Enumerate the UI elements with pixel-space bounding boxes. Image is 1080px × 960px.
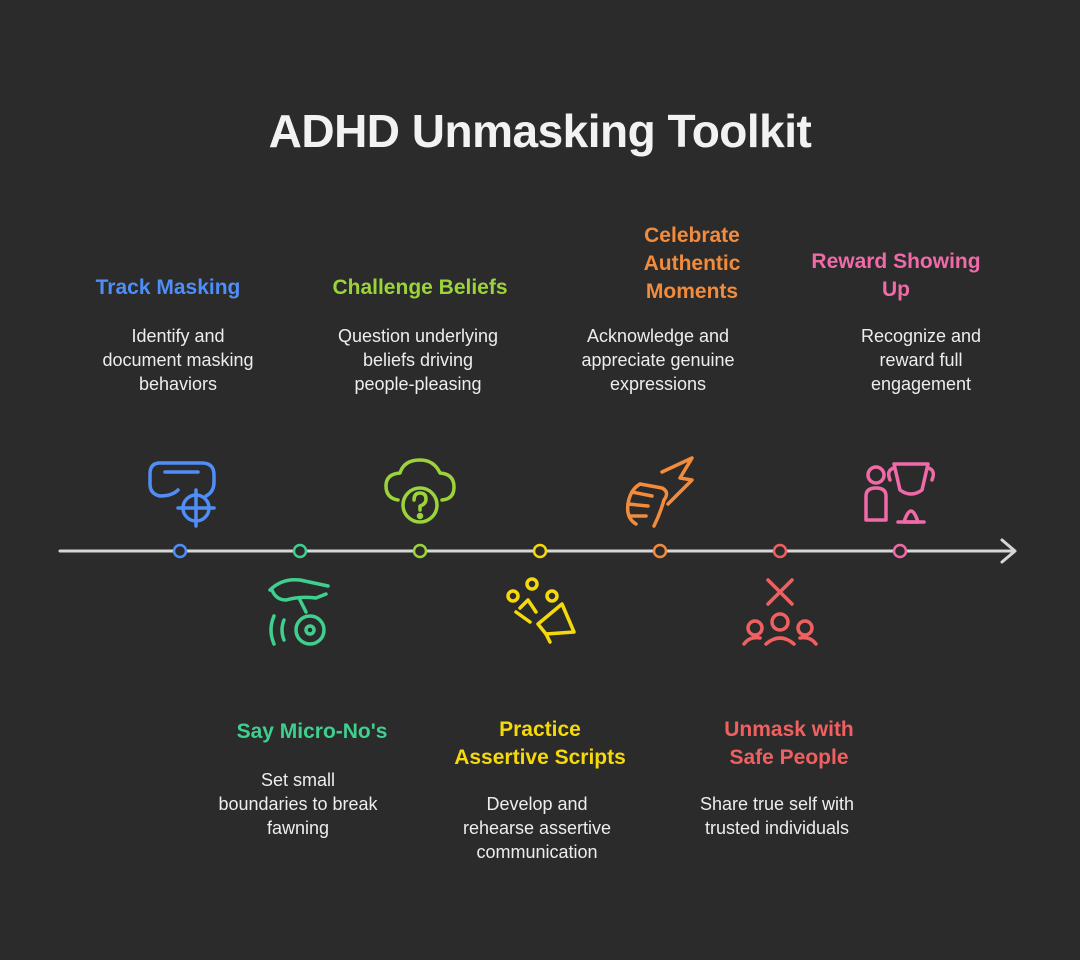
- person-trophy-icon: [864, 462, 936, 524]
- step-desc-track: Identify and document masking behaviors: [102, 326, 254, 394]
- step-title-micro: Say Micro-No's: [236, 720, 388, 743]
- step-desc-challenge: Question underlying beliefs driving peop…: [337, 326, 499, 394]
- step-desc-reward: Recognize and reward full engagement: [860, 326, 982, 394]
- group-x-icon: [742, 578, 818, 646]
- step-title-reward: Reward Showing Up: [811, 250, 981, 301]
- hand-record-icon: [268, 577, 330, 646]
- marker-reward: [892, 543, 908, 559]
- step-desc-micro: Set small boundaries to break fawning: [218, 770, 378, 838]
- step-title-practice: Practice Assertive Scripts: [454, 718, 626, 769]
- step-title-celebrate: Celebrate Authentic Moments: [643, 224, 741, 303]
- step-title-track: Track Masking: [95, 276, 241, 299]
- step-title-unmask: Unmask with Safe People: [724, 718, 854, 769]
- step-desc-practice: Develop and rehearse assertive communica…: [462, 794, 612, 862]
- megaphone-icon: [506, 577, 576, 644]
- fist-lightning-icon: [625, 456, 694, 528]
- step-desc-celebrate: Acknowledge and appreciate genuine expre…: [581, 326, 735, 394]
- mask-target-icon: [148, 461, 216, 528]
- step-desc-unmask: Share true self with trusted individuals: [699, 794, 855, 838]
- marker-unmask: [772, 543, 788, 559]
- marker-celebrate: [652, 543, 668, 559]
- cloud-question-icon: [384, 458, 456, 524]
- timeline-arrowhead: [1000, 538, 1017, 564]
- marker-micro: [292, 543, 308, 559]
- step-title-challenge: Challenge Beliefs: [332, 276, 508, 299]
- marker-practice: [532, 543, 548, 559]
- marker-challenge: [412, 543, 428, 559]
- page-title: ADHD Unmasking Toolkit: [268, 105, 812, 157]
- marker-track: [172, 543, 188, 559]
